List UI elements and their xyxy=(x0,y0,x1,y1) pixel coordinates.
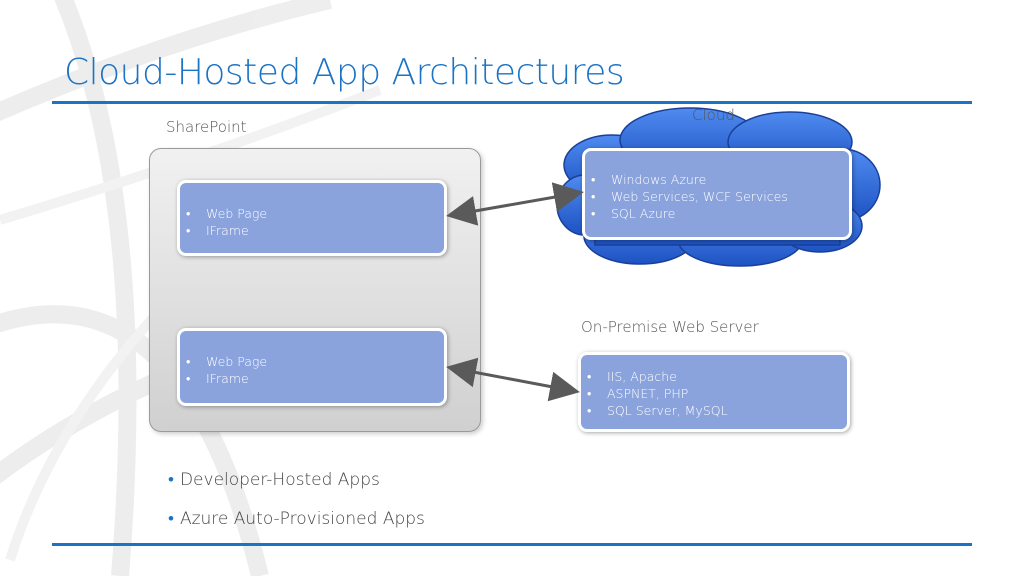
onprem-label: On-Premise Web Server xyxy=(581,318,759,336)
list-item: Windows Azure xyxy=(585,171,849,188)
onprem-services-box: IIS, Apache ASPNET, PHP SQL Server, MySQ… xyxy=(578,352,850,432)
list-item: ASPNET, PHP xyxy=(581,385,847,402)
bullet-dot-icon: • xyxy=(168,470,174,490)
list-item: SQL Azure xyxy=(585,205,849,222)
sharepoint-bottom-box: Web Page IFrame xyxy=(177,328,447,406)
arrow-sharepoint-onprem xyxy=(446,357,580,402)
slide-title: Cloud-Hosted App Architectures xyxy=(64,52,625,93)
cloud-services-box: Windows Azure Web Services, WCF Services… xyxy=(582,148,852,240)
list-item: Web Page xyxy=(180,205,444,222)
bullet-item: •Developer-Hosted Apps xyxy=(168,470,425,490)
title-rule xyxy=(52,101,972,104)
arrow-sharepoint-cloud xyxy=(446,182,584,226)
bullet-text: Azure Auto-Provisioned Apps xyxy=(179,509,425,529)
footer-rule xyxy=(52,543,972,546)
bullet-text: Developer-Hosted Apps xyxy=(179,470,380,490)
list-item: IFrame xyxy=(180,222,444,239)
list-item: SQL Server, MySQL xyxy=(581,402,847,419)
list-item: Web Services, WCF Services xyxy=(585,188,849,205)
bullet-item: •Azure Auto-Provisioned Apps xyxy=(168,509,425,529)
list-item: Web Page xyxy=(180,353,444,370)
bullet-list: •Developer-Hosted Apps •Azure Auto-Provi… xyxy=(168,470,425,548)
list-item: IIS, Apache xyxy=(581,368,847,385)
list-item: IFrame xyxy=(180,370,444,387)
sharepoint-label: SharePoint xyxy=(166,118,247,136)
bullet-dot-icon: • xyxy=(168,509,174,529)
sharepoint-top-box: Web Page IFrame xyxy=(177,180,447,256)
cloud-label: Cloud xyxy=(692,106,735,124)
